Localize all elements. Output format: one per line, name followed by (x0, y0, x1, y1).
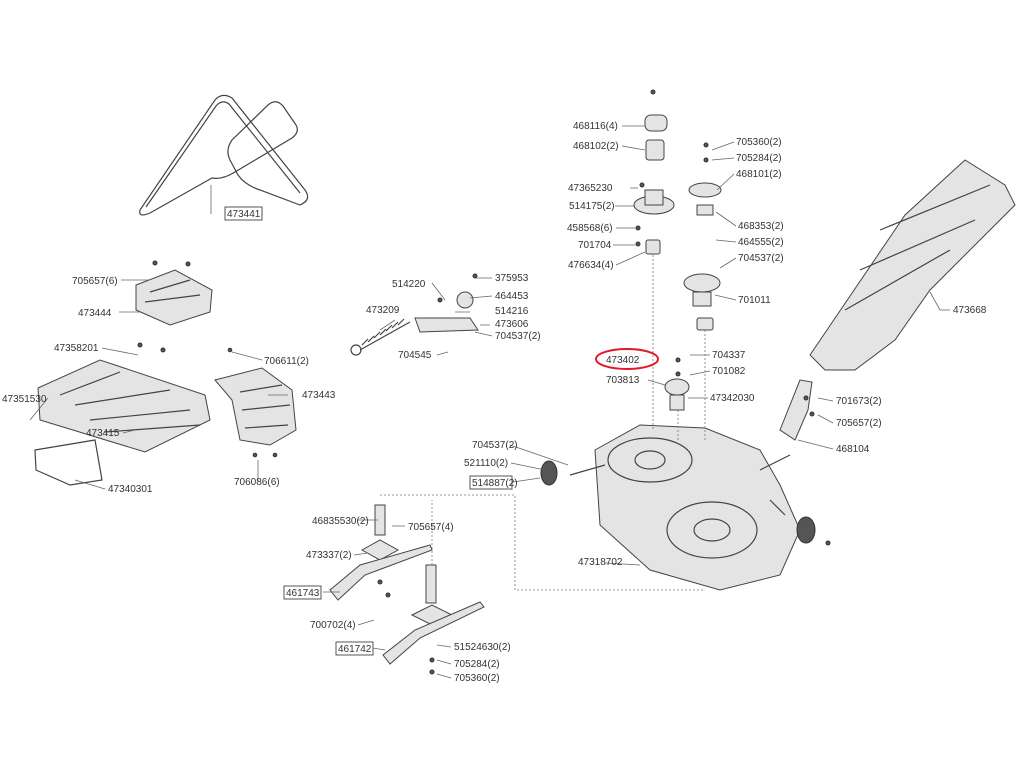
part-label-705284-2-b: 705284(2) (454, 659, 500, 670)
center-pulley-stack (633, 89, 675, 255)
part-labels: 473441 705657(6) 473444 47358201 4735153… (2, 121, 987, 684)
blade-lower (382, 601, 485, 665)
highlight-ring (595, 348, 659, 370)
part-label-704537-2-a: 704537(2) (495, 331, 541, 342)
part-label-476634-4: 476634(4) (568, 260, 614, 271)
label-box-514887 (469, 475, 513, 490)
part-label-705657-6: 705657(6) (72, 276, 118, 287)
belt-cover-top (135, 260, 213, 353)
mower-deck (569, 424, 801, 591)
part-label-705360-2-a: 705360(2) (736, 137, 782, 148)
part-label-51524630-2: 51524630(2) (454, 642, 511, 653)
part-label-47358201: 47358201 (54, 343, 99, 354)
part-label-706611-2: 706611(2) (264, 356, 309, 367)
part-label-473415: 473415 (86, 428, 120, 439)
part-label-705360-2-b: 705360(2) (454, 673, 500, 684)
blade-upper (329, 544, 433, 601)
part-label-514220: 514220 (392, 279, 426, 290)
tensioner-arm (414, 273, 479, 333)
leader-lines (29, 125, 950, 679)
idler-pulley (664, 357, 690, 411)
part-label-468104: 468104 (836, 444, 870, 455)
part-label-701011: 701011 (738, 295, 771, 306)
part-label-704537-2-b: 704537(2) (738, 253, 784, 264)
part-label-701673-2: 701673(2) (836, 396, 882, 407)
part-label-473209: 473209 (366, 305, 400, 316)
part-label-473337-2: 473337(2) (306, 550, 352, 561)
label-box-461743 (283, 585, 322, 600)
belt-cover-left (34, 359, 211, 486)
part-label-704337: 704337 (712, 350, 746, 361)
part-label-375953: 375953 (495, 273, 529, 284)
part-label-473668: 473668 (953, 305, 987, 316)
part-label-521110-2: 521110(2) (464, 458, 508, 469)
part-label-464555-2: 464555(2) (738, 237, 784, 248)
part-label-468116-4: 468116(4) (573, 121, 618, 132)
part-label-468353-2: 468353(2) (738, 221, 784, 232)
part-label-473441: 473441 (227, 209, 261, 220)
part-label-706086-6: 706086(6) (234, 477, 280, 488)
part-label-700702-4: 700702(4) (310, 620, 356, 631)
belt-cover-right (214, 347, 297, 458)
part-label-473606: 473606 (495, 319, 529, 330)
spindle-upper (360, 504, 400, 598)
part-label-703813: 703813 (606, 375, 640, 386)
part-label-705284-2-a: 705284(2) (736, 153, 782, 164)
part-label-461743: 461743 (286, 588, 320, 599)
part-label-705657-4: 705657(4) (408, 522, 454, 533)
part-label-701082: 701082 (712, 366, 746, 377)
label-box-473441 (224, 206, 263, 221)
part-label-473444: 473444 (78, 308, 112, 319)
deck-wheel-left (540, 460, 558, 486)
part-label-473443: 473443 (302, 390, 336, 401)
part-label-514175-2: 514175(2) (569, 201, 615, 212)
part-label-47342030: 47342030 (710, 393, 755, 404)
part-label-473402-highlighted: 473402 (606, 355, 640, 366)
label-box-461742 (335, 641, 374, 656)
dashed-guides (380, 255, 706, 591)
part-label-47340301: 47340301 (108, 484, 153, 495)
part-label-701704: 701704 (578, 240, 612, 251)
part-label-468101-2: 468101(2) (736, 169, 782, 180)
part-label-704537-2-c: 704537(2) (472, 440, 518, 451)
part-label-46835530-2: 46835530(2) (312, 516, 369, 527)
part-label-458568-6: 458568(6) (567, 223, 613, 234)
part-label-47365230: 47365230 (568, 183, 613, 194)
part-label-47318702: 47318702 (578, 557, 623, 568)
part-label-468102-2: 468102(2) (573, 141, 619, 152)
part-label-461742: 461742 (338, 644, 372, 655)
part-label-464453: 464453 (495, 291, 529, 302)
discharge-chute (779, 159, 1016, 441)
deck-wheel-right (796, 516, 831, 546)
tensioner-spring (350, 318, 411, 356)
part-label-47351530: 47351530 (2, 394, 47, 405)
part-label-514216: 514216 (495, 306, 529, 317)
right-pulley-stack (683, 142, 722, 331)
drive-belt (139, 94, 309, 216)
part-label-514887-2: 514887(2) (472, 478, 518, 489)
part-label-705657-2: 705657(2) (836, 418, 882, 429)
part-label-704545: 704545 (398, 350, 432, 361)
